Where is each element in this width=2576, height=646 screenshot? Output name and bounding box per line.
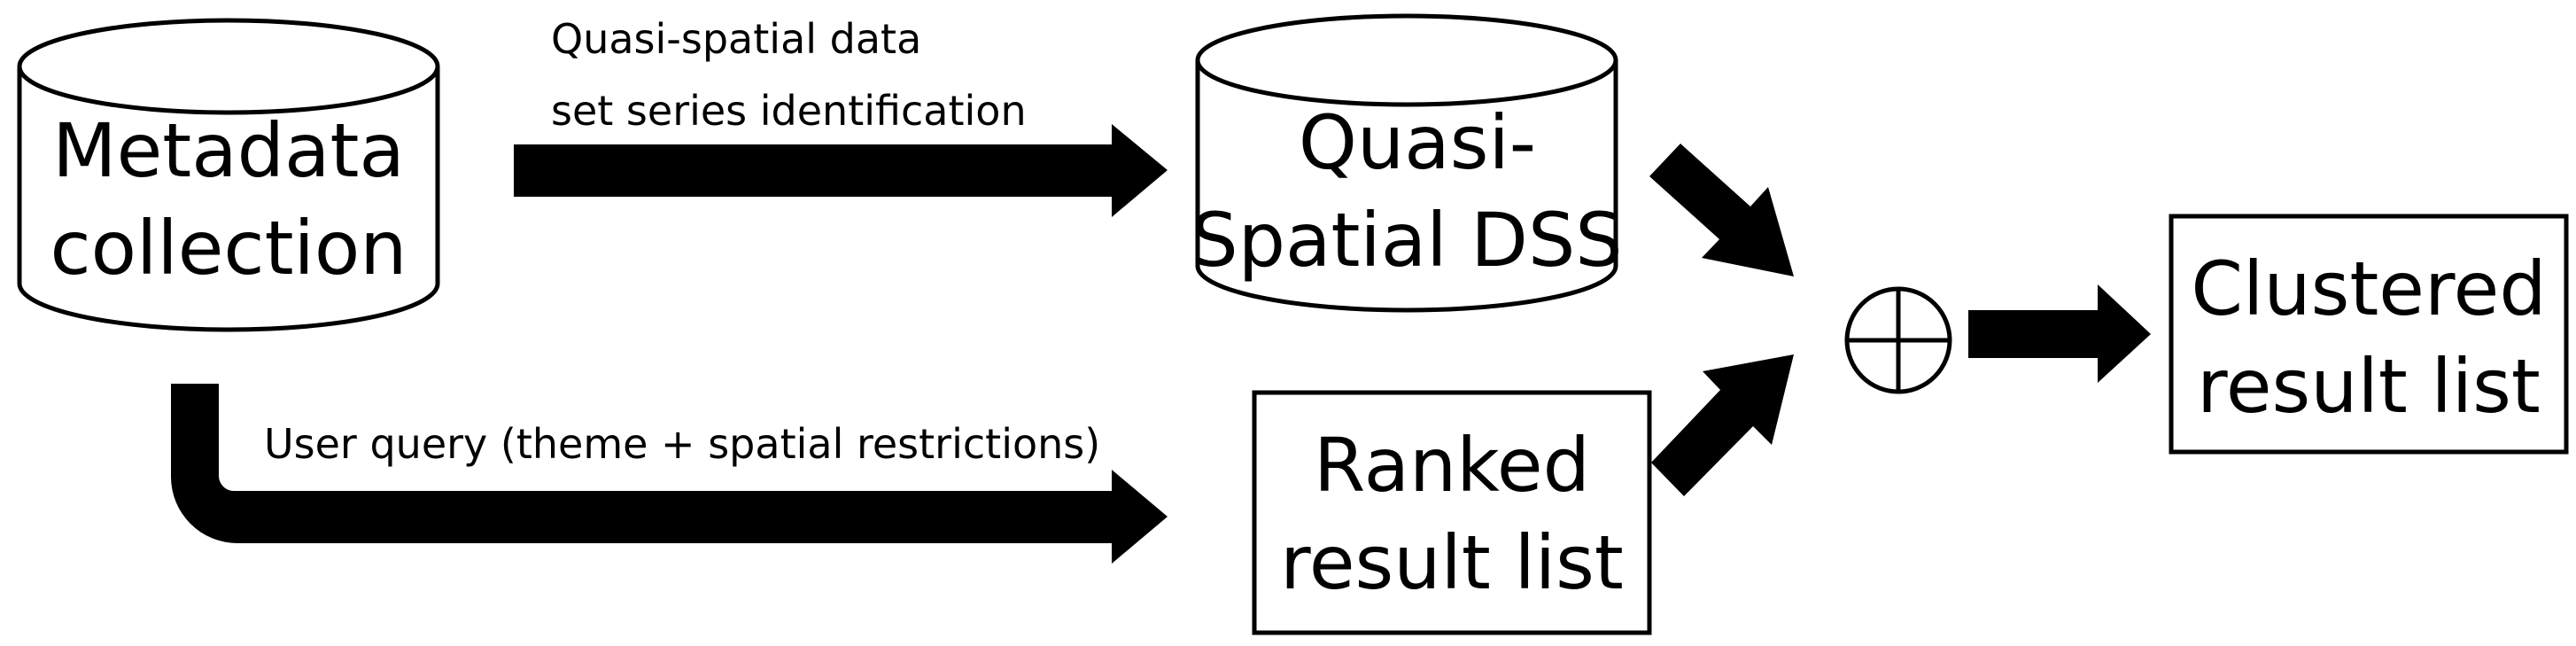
quasi-spatial-dss-label-line1: Quasi-: [1299, 99, 1536, 186]
quasi-spatial-dss-label-line2: Spatial DSS: [1191, 197, 1622, 284]
identification-label-line2: set series identification: [551, 87, 1027, 135]
clustered-result-list-label-line1: Clustered: [2191, 245, 2546, 332]
quasi-spatial-dss-cylinder: Quasi- Spatial DSS: [1191, 13, 1623, 313]
identification-label-line1: Quasi-spatial data: [551, 15, 921, 63]
ranked-result-list-label-line2: result list: [1280, 519, 1624, 606]
ranked-result-list-box: Ranked result list: [1252, 390, 1652, 635]
clustered-result-list-label-line2: result list: [2197, 343, 2541, 430]
user-query-label: User query (theme + spatial restrictions…: [264, 420, 1100, 468]
metadata-collection-label-line2: collection: [50, 205, 407, 292]
ranked-to-operator-arrow: [1651, 354, 1794, 496]
user-query-arrow: [171, 384, 1168, 564]
identification-arrow: [514, 124, 1168, 217]
dss-to-operator-arrow: [1649, 144, 1794, 276]
circle-plus-operator-icon: [1844, 286, 1952, 394]
metadata-collection-cylinder: Metadata collection: [17, 18, 440, 332]
operator-to-clustered-arrow: [1968, 284, 2151, 383]
metadata-collection-label-line1: Metadata: [52, 107, 405, 194]
clustered-result-list-box: Clustered result list: [2169, 214, 2569, 455]
ranked-result-list-label-line1: Ranked: [1314, 422, 1590, 509]
